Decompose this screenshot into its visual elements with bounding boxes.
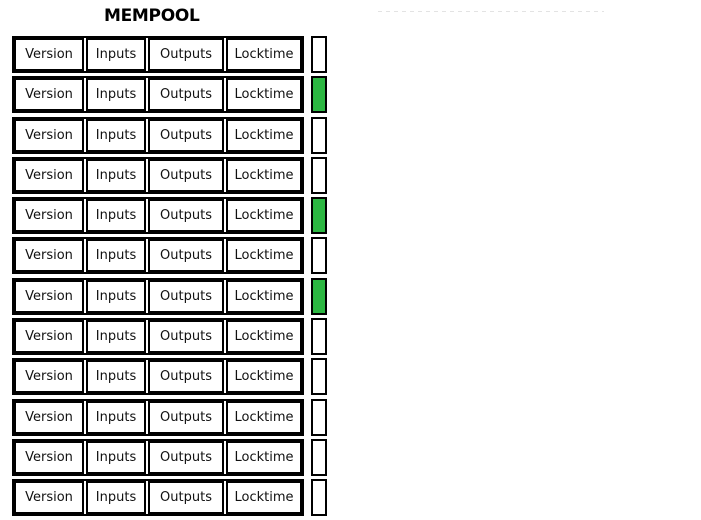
tx-status-indicator <box>311 197 327 235</box>
outputs-box: Outputs <box>148 279 224 313</box>
locktime-box: Locktime <box>226 118 302 152</box>
locktime-box: Locktime <box>226 78 302 112</box>
locktime-box: Locktime <box>226 360 302 394</box>
tx-status-indicator <box>311 277 327 315</box>
inputs-box: Inputs <box>86 320 146 354</box>
locktime-box: Locktime <box>226 320 302 354</box>
status-column <box>311 36 327 517</box>
transaction-row: Version Inputs Outputs Locktime <box>12 116 304 154</box>
transaction-row: Version Inputs Outputs Locktime <box>12 479 304 517</box>
tx-status-indicator <box>311 36 327 73</box>
locktime-box: Locktime <box>226 400 302 434</box>
tx-status-indicator <box>311 398 327 436</box>
outputs-box: Outputs <box>148 239 224 273</box>
inputs-box: Inputs <box>86 158 146 192</box>
transaction-row: Version Inputs Outputs Locktime <box>12 156 304 194</box>
transaction-row: Version Inputs Outputs Locktime <box>12 237 304 275</box>
tx-status-indicator <box>311 438 327 476</box>
outputs-box: Outputs <box>148 440 224 474</box>
tx-status-indicator <box>311 358 327 396</box>
transaction-row: Version Inputs Outputs Locktime <box>12 358 304 396</box>
inputs-box: Inputs <box>86 199 146 233</box>
outputs-box: Outputs <box>148 199 224 233</box>
inputs-box: Inputs <box>86 400 146 434</box>
transaction-list: Version Inputs Outputs Locktime Version … <box>12 36 304 517</box>
version-box: Version <box>14 199 84 233</box>
version-box: Version <box>14 400 84 434</box>
inputs-box: Inputs <box>86 481 146 515</box>
version-box: Version <box>14 158 84 192</box>
tx-status-indicator <box>311 479 327 517</box>
chain-divider-dashed-line <box>378 11 604 12</box>
transaction-row: Version Inputs Outputs Locktime <box>12 197 304 235</box>
tx-status-indicator <box>311 116 327 154</box>
locktime-box: Locktime <box>226 199 302 233</box>
inputs-box: Inputs <box>86 78 146 112</box>
tx-status-indicator <box>311 76 327 114</box>
outputs-box: Outputs <box>148 481 224 515</box>
locktime-box: Locktime <box>226 239 302 273</box>
outputs-box: Outputs <box>148 360 224 394</box>
transaction-row: Version Inputs Outputs Locktime <box>12 318 304 356</box>
inputs-box: Inputs <box>86 440 146 474</box>
inputs-box: Inputs <box>86 279 146 313</box>
version-box: Version <box>14 78 84 112</box>
tx-status-indicator <box>311 156 327 194</box>
page-title: MEMPOOL <box>104 6 200 26</box>
tx-status-indicator <box>311 237 327 275</box>
version-box: Version <box>14 38 84 71</box>
locktime-box: Locktime <box>226 158 302 192</box>
outputs-box: Outputs <box>148 38 224 71</box>
outputs-box: Outputs <box>148 400 224 434</box>
version-box: Version <box>14 481 84 515</box>
locktime-box: Locktime <box>226 440 302 474</box>
transaction-row: Version Inputs Outputs Locktime <box>12 438 304 476</box>
version-box: Version <box>14 118 84 152</box>
transaction-row: Version Inputs Outputs Locktime <box>12 398 304 436</box>
locktime-box: Locktime <box>226 481 302 515</box>
inputs-box: Inputs <box>86 38 146 71</box>
outputs-box: Outputs <box>148 320 224 354</box>
tx-status-indicator <box>311 318 327 356</box>
version-box: Version <box>14 440 84 474</box>
transaction-row: Version Inputs Outputs Locktime <box>12 76 304 114</box>
outputs-box: Outputs <box>148 118 224 152</box>
transaction-row: Version Inputs Outputs Locktime <box>12 36 304 73</box>
inputs-box: Inputs <box>86 118 146 152</box>
version-box: Version <box>14 320 84 354</box>
outputs-box: Outputs <box>148 78 224 112</box>
locktime-box: Locktime <box>226 38 302 71</box>
inputs-box: Inputs <box>86 360 146 394</box>
version-box: Version <box>14 279 84 313</box>
outputs-box: Outputs <box>148 158 224 192</box>
locktime-box: Locktime <box>226 279 302 313</box>
version-box: Version <box>14 239 84 273</box>
inputs-box: Inputs <box>86 239 146 273</box>
transaction-row: Version Inputs Outputs Locktime <box>12 277 304 315</box>
version-box: Version <box>14 360 84 394</box>
